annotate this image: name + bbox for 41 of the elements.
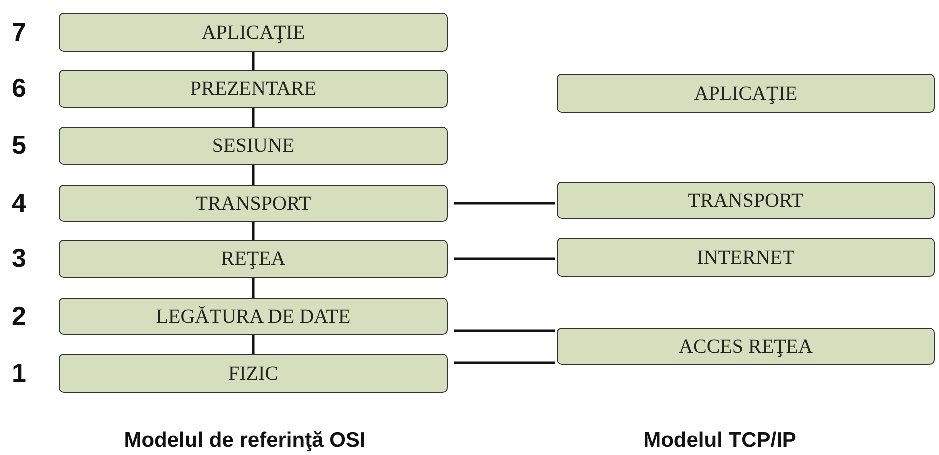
connector-line	[454, 330, 555, 332]
layer-box	[59, 70, 448, 108]
layer-number: 6	[12, 75, 26, 101]
layer-number: 2	[12, 302, 26, 328]
connector-line	[252, 278, 255, 298]
layer-box	[59, 354, 448, 393]
connector-line	[252, 165, 255, 185]
layer-name: APLICAŢIE	[202, 22, 306, 42]
layer-box	[59, 240, 448, 278]
layer-box	[557, 328, 935, 365]
layer-name: TRANSPORT	[196, 194, 312, 214]
connector-line	[454, 362, 555, 364]
connector-line	[252, 52, 255, 70]
connector-line	[454, 202, 555, 205]
layer-number: 5	[12, 132, 26, 158]
layer-box	[557, 74, 935, 113]
model-caption: Modelul TCP/IP	[644, 430, 796, 451]
layer-box	[557, 182, 935, 219]
layer-name: APLICAŢIE	[694, 84, 798, 104]
layer-box	[59, 298, 448, 335]
model-caption: Modelul de referinţă OSI	[124, 430, 366, 451]
connector-line	[252, 222, 255, 240]
connector-line	[252, 335, 255, 354]
layer-name: ACCES REŢEA	[679, 336, 813, 356]
layer-name: SESIUNE	[212, 136, 295, 156]
layer-box	[557, 238, 935, 277]
layer-box	[59, 185, 448, 222]
layer-number: 1	[12, 360, 26, 386]
connector-line	[252, 108, 255, 127]
layer-number: 4	[12, 190, 26, 216]
layer-name: REŢEA	[221, 249, 286, 269]
layer-name: LEGĂTURA DE DATE	[156, 306, 351, 326]
layer-name: INTERNET	[697, 248, 795, 268]
connector-line	[454, 258, 555, 260]
layer-name: FIZIC	[228, 364, 278, 384]
layer-name: PREZENTARE	[190, 79, 317, 99]
layer-name: TRANSPORT	[688, 190, 804, 210]
layer-number: 7	[12, 18, 26, 44]
layer-box	[59, 13, 448, 52]
layer-number: 3	[12, 245, 26, 271]
layer-box	[59, 127, 448, 165]
